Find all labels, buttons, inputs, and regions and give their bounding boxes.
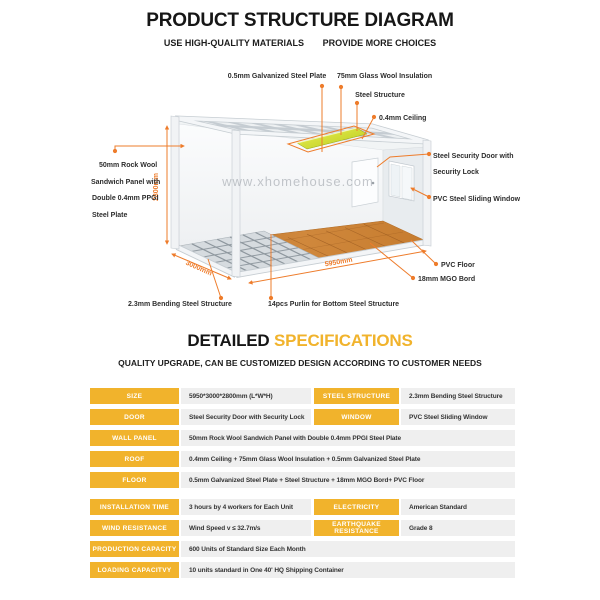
label-door-2: Security Lock xyxy=(433,169,479,176)
label-door-1: Steel Security Door with xyxy=(433,153,514,160)
security-door xyxy=(351,157,379,208)
label-pvc-floor: PVC Floor xyxy=(441,262,475,269)
specs-title: DETAILED SPECIFICATIONS xyxy=(0,331,600,351)
label-ceiling: 0.4mm Ceiling xyxy=(379,115,426,122)
table-row: LOADING CAPACITVY 10 units standard in O… xyxy=(90,562,516,578)
row-value: 10 units standard in One 40' HQ Shipping… xyxy=(181,562,515,578)
spec-table: SIZE 5950*3000*2800mm (L*W*H) STEEL STRU… xyxy=(90,388,516,583)
row-label: PRODUCTION CAPACITY xyxy=(90,541,179,557)
row-label: STEEL STRUCTURE xyxy=(314,388,399,404)
label-wall-1: 50mm Rock Wool xyxy=(99,162,157,169)
row-value: 0.5mm Galvanized Steel Plate + Steel Str… xyxy=(181,472,515,488)
row-label: LOADING CAPACITVY xyxy=(90,562,179,578)
row-label: WIND RESISTANCE xyxy=(90,520,179,536)
row-label: INSTALLATION TIME xyxy=(90,499,179,515)
row-value: PVC Steel Sliding Window xyxy=(401,409,515,425)
row-label: ROOF xyxy=(90,451,179,467)
door-handle xyxy=(371,181,375,185)
row-label: FLOOR xyxy=(90,472,179,488)
table-row: DOOR Steel Security Door with Security L… xyxy=(90,409,516,425)
label-galvanized-plate: 0.5mm Galvanized Steel Plate xyxy=(228,73,327,80)
row-label: SIZE xyxy=(90,388,179,404)
structure-diagram: www.xhomehouse.com 2800mm 3000mm 5950mm xyxy=(91,73,521,308)
dim-length: 5950mm xyxy=(324,257,353,269)
row-value: 5950*3000*2800mm (L*W*H) xyxy=(181,388,311,404)
container-house: www.xhomehouse.com xyxy=(170,115,432,278)
corner-posts xyxy=(170,115,432,278)
row-label: ELECTRICITY xyxy=(314,499,399,515)
subtitle-left: USE HIGH-QUALITY MATERIALS xyxy=(163,38,305,48)
row-label: DOOR xyxy=(90,409,179,425)
row-value: Wind Speed v ≤ 32.7m/s xyxy=(181,520,311,536)
row-value: 0.4mm Ceiling + 75mm Glass Wool Insulati… xyxy=(181,451,515,467)
row-value: 50mm Rock Wool Sandwich Panel with Doubl… xyxy=(181,430,515,446)
ceiling-plane xyxy=(175,118,428,150)
row-label: WINDOW xyxy=(314,409,399,425)
label-steel-structure: Steel Structure xyxy=(355,92,405,99)
label-window: PVC Steel Sliding Window xyxy=(433,196,521,203)
specs-title-yellow: SPECIFICATIONS xyxy=(274,331,413,350)
watermark: www.xhomehouse.com xyxy=(221,174,374,189)
part-labels: 0.5mm Galvanized Steel Plate 75mm Glass … xyxy=(91,73,521,308)
label-wall-3: Double 0.4mm PPGI xyxy=(92,195,159,202)
row-value: 3 hours by 4 workers for Each Unit xyxy=(181,499,311,515)
table-row: WALL PANEL 50mm Rock Wool Sandwich Panel… xyxy=(90,430,516,446)
glass-wool-insulation xyxy=(286,125,376,153)
row-label: EARTHQUAKE RESISTANCE xyxy=(314,520,399,536)
table-row: SIZE 5950*3000*2800mm (L*W*H) STEEL STRU… xyxy=(90,388,516,404)
table-row: INSTALLATION TIME 3 hours by 4 workers f… xyxy=(90,499,516,515)
label-wall-4: Steel Plate xyxy=(92,212,128,219)
table-row: WIND RESISTANCE Wind Speed v ≤ 32.7m/s E… xyxy=(90,520,516,536)
label-bending: 2.3mm Bending Steel Structure xyxy=(128,301,232,308)
label-mgo: 18mm MGO Bord xyxy=(418,276,475,283)
row-value: 600 Units of Standard Size Each Month xyxy=(181,541,515,557)
table-row: ROOF 0.4mm Ceiling + 75mm Glass Wool Ins… xyxy=(90,451,516,467)
specs-title-black: DETAILED xyxy=(187,331,275,350)
row-value: Grade 8 xyxy=(401,520,515,536)
table-row: PRODUCTION CAPACITY 600 Units of Standar… xyxy=(90,541,516,557)
page-title: PRODUCT STRUCTURE DIAGRAM xyxy=(146,10,454,31)
row-value: American Standard xyxy=(401,499,515,515)
sliding-window xyxy=(388,160,415,202)
page-subtitle: USE HIGH-QUALITY MATERIALS PROVIDE MORE … xyxy=(0,38,600,48)
label-wall-2: Sandwich Panel with xyxy=(91,179,160,186)
label-glass-wool: 75mm Glass Wool Insulation xyxy=(337,73,432,80)
label-purlin: 14pcs Purlin for Bottom Steel Structure xyxy=(268,301,399,308)
table-row: FLOOR 0.5mm Galvanized Steel Plate + Ste… xyxy=(90,472,516,488)
dim-height: 2800mm xyxy=(153,173,160,201)
row-value: 2.3mm Bending Steel Structure xyxy=(401,388,515,404)
subtitle-right: PROVIDE MORE CHOICES xyxy=(322,38,437,48)
row-value: Steel Security Door with Security Lock xyxy=(181,409,311,425)
specs-subtitle: QUALITY UPGRADE, CAN BE CUSTOMIZED DESIG… xyxy=(118,358,482,368)
row-label: WALL PANEL xyxy=(90,430,179,446)
